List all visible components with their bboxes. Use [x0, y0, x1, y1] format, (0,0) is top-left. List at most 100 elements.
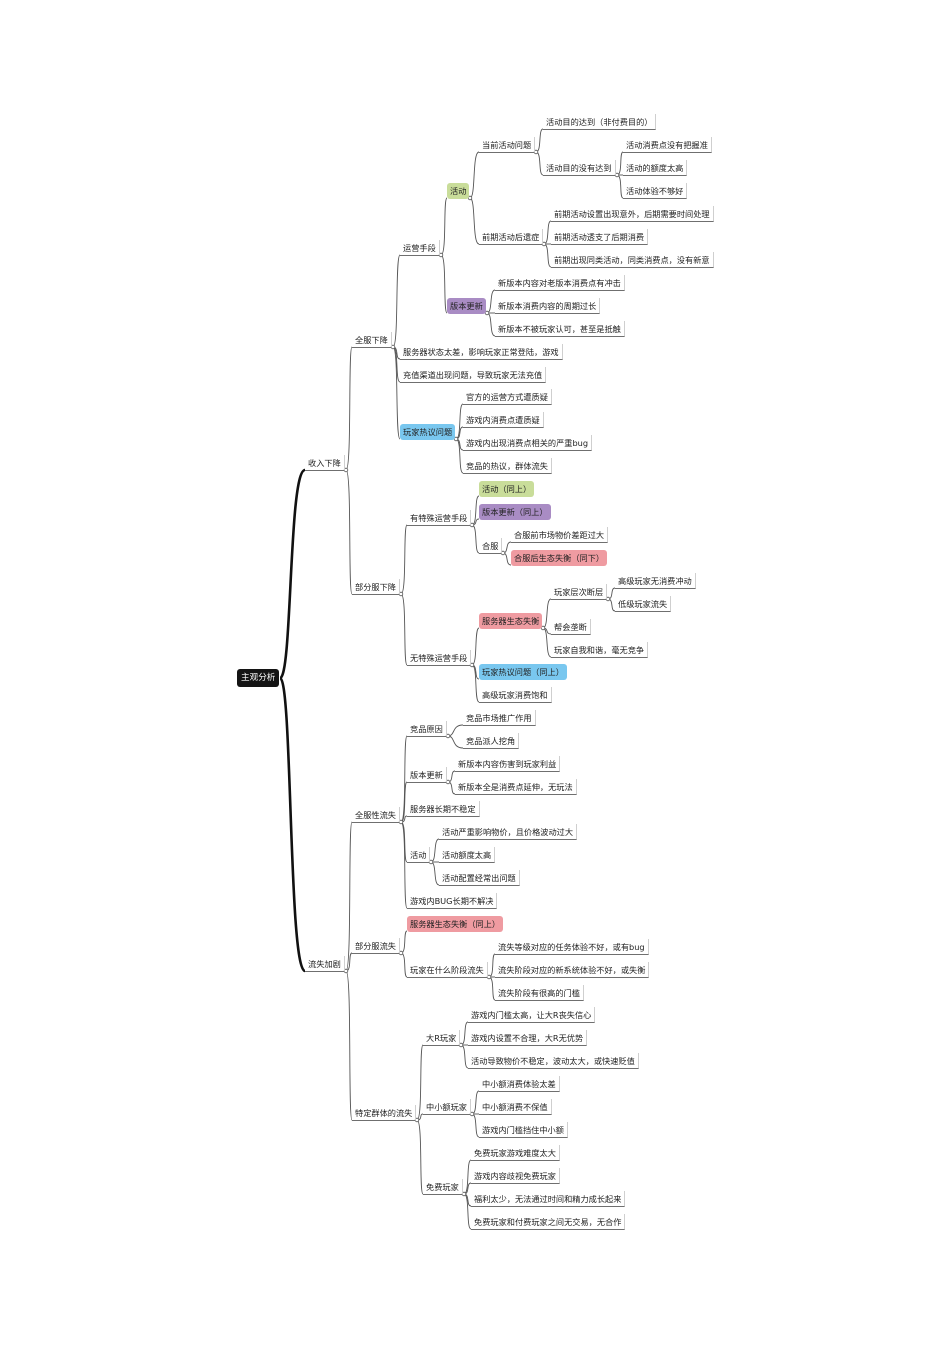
mindmap-node[interactable]: 竞品的热议，群体流失 [463, 458, 552, 474]
mindmap-node[interactable]: 官方的运营方式遭质疑 [463, 389, 552, 405]
connector-line [400, 930, 408, 954]
connector-line [486, 289, 496, 314]
mindmap-node[interactable]: 竞品派人挖角 [463, 733, 520, 749]
collapse-toggle-dot[interactable] [486, 974, 492, 980]
connector-line [471, 1113, 480, 1138]
mindmap-node[interactable]: 免费玩家 [423, 1179, 463, 1195]
connector-line [535, 128, 544, 153]
mindmap-node[interactable]: 活动目的达到（非付费目的） [543, 114, 657, 130]
mindmap-root-node[interactable]: 主观分析 [237, 669, 280, 687]
connector-line [535, 151, 544, 176]
mindmap-node[interactable]: 玩家自我和谐，毫无竞争 [551, 642, 649, 658]
mindmap-node[interactable]: 游戏内设置不合理，大R无优势 [468, 1030, 588, 1046]
mindmap-node[interactable]: 部分服流失 [352, 938, 400, 954]
mindmap-node[interactable]: 前期活动设置出现意外，后期需要时间处理 [551, 206, 714, 222]
mindmap-node[interactable]: 服务器生态失衡（同上） [407, 916, 504, 932]
mindmap-node[interactable]: 新版本消费内容的周期过长 [495, 298, 601, 314]
mindmap-node[interactable]: 全服性流失 [352, 807, 400, 823]
mindmap-node[interactable]: 服务器状态太差，影响玩家正常登陆，游戏 [400, 344, 563, 360]
mindmap-node[interactable]: 玩家层次断层 [551, 584, 608, 600]
mindmap-node[interactable]: 中小额消费体验太差 [479, 1076, 560, 1092]
mindmap-node[interactable]: 高级玩家消费饱和 [479, 687, 552, 703]
mindmap-node[interactable]: 玩家热议问题 [400, 424, 456, 440]
mindmap-node[interactable]: 活动（同上） [479, 481, 535, 497]
mindmap-node[interactable]: 玩家热议问题（同上） [479, 664, 567, 680]
mindmap-node[interactable]: 版本更新 [407, 767, 447, 783]
mindmap-node[interactable]: 收入下降 [305, 455, 345, 471]
connector-line [400, 593, 408, 666]
collapse-toggle-dot[interactable] [614, 172, 620, 178]
mindmap-node[interactable]: 全服下降 [352, 332, 392, 348]
mindmap-node[interactable]: 版本更新 [447, 298, 486, 314]
mindmap-node[interactable]: 活动消费点没有把握准 [623, 137, 712, 153]
mindmap-node[interactable]: 游戏内容歧视免费玩家 [471, 1168, 560, 1184]
mindmap-node[interactable]: 活动体验不够好 [623, 183, 688, 199]
connector-line [469, 151, 480, 199]
mindmap-node[interactable]: 合服 [479, 538, 503, 554]
mindmap-node[interactable]: 高级玩家无消费冲动 [615, 573, 696, 589]
mindmap-node[interactable]: 游戏内消费点遭质疑 [463, 412, 544, 428]
mindmap-node[interactable]: 低级玩家流失 [615, 596, 672, 612]
connector-line [278, 676, 307, 973]
mindmap-node[interactable]: 活动目的没有达到 [543, 160, 616, 176]
mindmap-node[interactable]: 版本更新（同上） [479, 504, 551, 520]
mindmap-node[interactable]: 流失等级对应的任务体验不好，或有bug [495, 939, 649, 955]
mindmap-node[interactable]: 特定群体的流失 [352, 1105, 417, 1121]
mindmap-node[interactable]: 合服后生态失衡（同下） [511, 550, 608, 566]
mindmap-node[interactable]: 中小额消费不保值 [479, 1099, 552, 1115]
mindmap-node[interactable]: 帮会垄断 [551, 619, 591, 635]
connector-line [430, 861, 440, 886]
connector-line [430, 838, 440, 863]
mindmap-node[interactable]: 前期活动后遗症 [479, 229, 544, 245]
mindmap-node[interactable]: 游戏内门槛太高，让大R丧失信心 [468, 1007, 596, 1023]
mindmap-node[interactable]: 有特殊运营手段 [407, 510, 472, 526]
mindmap-node[interactable]: 新版本内容对老版本消费点有冲击 [495, 275, 625, 291]
mindmap-node[interactable]: 玩家在什么阶段流失 [407, 962, 488, 978]
mindmap-node[interactable]: 活动 [447, 183, 470, 199]
mindmap-node[interactable]: 游戏内门槛挡住中小额 [479, 1122, 568, 1138]
connector-line [471, 495, 480, 526]
mindmap-node[interactable]: 服务器生态失衡 [479, 613, 543, 629]
mindmap-node[interactable]: 竞品原因 [407, 721, 447, 737]
mindmap-node[interactable]: 新版本全是消费点延伸，无玩法 [455, 779, 577, 795]
connector-line [447, 735, 464, 749]
mindmap-node[interactable]: 活动 [407, 847, 431, 863]
mindmap-node[interactable]: 前期活动透支了后期消费 [551, 229, 649, 245]
mindmap-node[interactable]: 免费玩家和付费玩家之间无交易，无合作 [471, 1214, 626, 1230]
mindmap-node[interactable]: 活动严重影响物价，且价格波动过大 [439, 824, 578, 840]
connector-line [392, 346, 401, 440]
mindmap-node[interactable]: 福利太少，无法通过时间和精力成长起来 [471, 1191, 626, 1207]
mindmap-node[interactable]: 前期出现同类活动，同类消费点，没有新意 [551, 252, 714, 268]
mindmap-node[interactable]: 活动的额度太高 [623, 160, 688, 176]
connector-line [345, 970, 353, 1121]
connector-line [278, 468, 307, 680]
mindmap-node[interactable]: 中小额玩家 [423, 1099, 471, 1115]
connector-line [345, 821, 353, 972]
mindmap-node[interactable]: 流失阶段对应的新系统体验不好，或失衡 [495, 962, 650, 978]
mindmap-node[interactable]: 服务器长期不稳定 [407, 801, 480, 817]
mindmap-node[interactable]: 新版本不被玩家认可，甚至是抵触 [495, 321, 625, 337]
mindmap-node[interactable]: 活动导致物价不稳定，波动太大，或快速贬值 [468, 1053, 639, 1069]
mindmap-node[interactable]: 运营手段 [400, 240, 440, 256]
mindmap-node[interactable]: 游戏内出现消费点相关的严重bug [463, 435, 593, 451]
mindmap-node[interactable]: 活动额度太高 [439, 847, 496, 863]
mindmap-node[interactable]: 竞品市场推广作用 [463, 710, 536, 726]
mindmap-node[interactable]: 合服前市场物价差距过大 [511, 527, 609, 543]
mindmap-node[interactable]: 免费玩家游戏难度太大 [471, 1145, 560, 1161]
mindmap-node[interactable]: 充值渠道出现问题，导致玩家无法充值 [400, 367, 547, 383]
mindmap-node[interactable]: 无特殊运营手段 [407, 650, 472, 666]
mindmap-node[interactable]: 流失加剧 [305, 956, 345, 972]
mindmap-node[interactable]: 部分服下降 [352, 579, 400, 595]
mindmap-node[interactable]: 游戏内BUG长期不解决 [407, 893, 498, 909]
connector-line [447, 724, 464, 737]
connector-line [471, 627, 480, 666]
mindmap-node[interactable]: 大R玩家 [423, 1030, 461, 1046]
mindmap-node[interactable]: 新版本内容伤害到玩家利益 [455, 756, 561, 772]
mindmap-node[interactable]: 活动配置经常出问题 [439, 870, 520, 886]
mindmap-node[interactable]: 当前活动问题 [479, 137, 536, 153]
connector-line [543, 220, 552, 245]
connector-line [345, 469, 353, 595]
mindmap-node[interactable]: 流失阶段有很高的门槛 [495, 985, 584, 1001]
